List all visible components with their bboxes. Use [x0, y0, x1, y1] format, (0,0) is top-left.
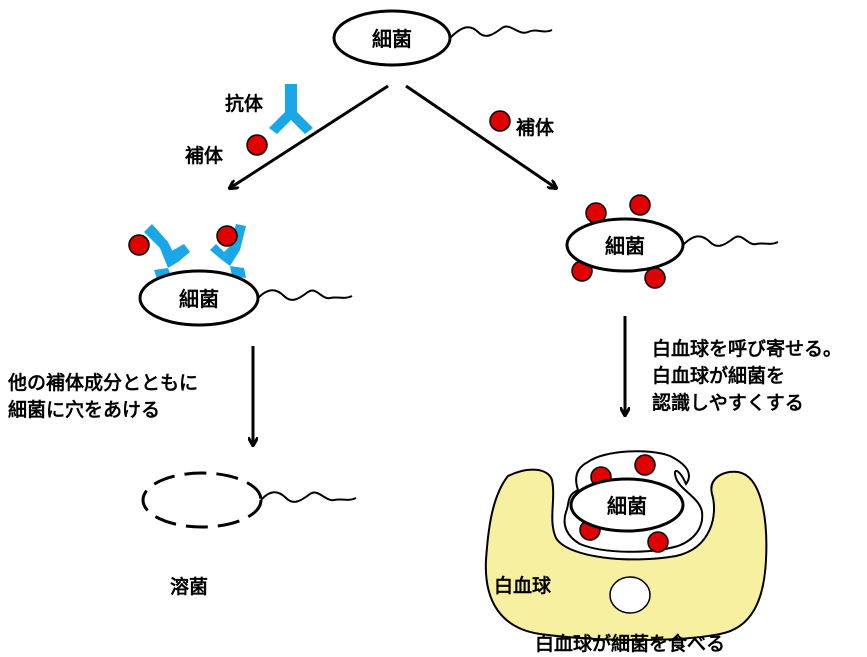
opsonin-step-text-1: 白血球を呼び寄せる。: [652, 337, 842, 360]
bacterium-label: 細菌: [605, 234, 645, 258]
bacterium-with-antibodies: 細菌: [128, 224, 353, 327]
complement-label-right: 補体: [515, 116, 555, 139]
complement-icon: [629, 194, 651, 216]
phagocytosis-result-label: 白血球が細菌を食べる: [535, 632, 725, 655]
complement-label-left: 補体: [184, 144, 224, 167]
antibody-icon: [269, 84, 313, 134]
complement-icon: [634, 454, 656, 476]
opsonin-step-text-2: 白血球が細菌を: [652, 364, 785, 387]
complement-icon: [647, 531, 669, 553]
bacterium-label: 細菌: [179, 287, 219, 311]
lysis-result-label: 溶菌: [170, 575, 208, 598]
complement-icon: [216, 225, 238, 247]
bacterium-label: 細菌: [372, 27, 412, 51]
complement-icon: [644, 267, 666, 289]
arrow-left-branch: [230, 84, 389, 188]
complement-icon-left: [246, 134, 268, 156]
opsonin-step-text-3: 認識しやすくする: [652, 391, 804, 414]
complement-icon-right: [489, 110, 511, 132]
lysis-step-text-1: 他の補体成分とともに: [7, 371, 198, 394]
bacterium-with-complement: 細菌: [565, 194, 779, 289]
complement-icon: [128, 234, 150, 256]
bacterium-label: 細菌: [607, 494, 647, 518]
antibody-label: 抗体: [225, 92, 264, 115]
bacterium-top: 細菌: [332, 9, 553, 67]
arrow-right-branch: [405, 84, 556, 188]
white-blood-cell-label: 白血球: [494, 574, 552, 597]
engulfed-bacterium: 細菌: [569, 454, 685, 553]
lysed-bacterium: [141, 471, 357, 529]
lysis-step-text-2: 細菌に穴をあける: [8, 398, 160, 421]
